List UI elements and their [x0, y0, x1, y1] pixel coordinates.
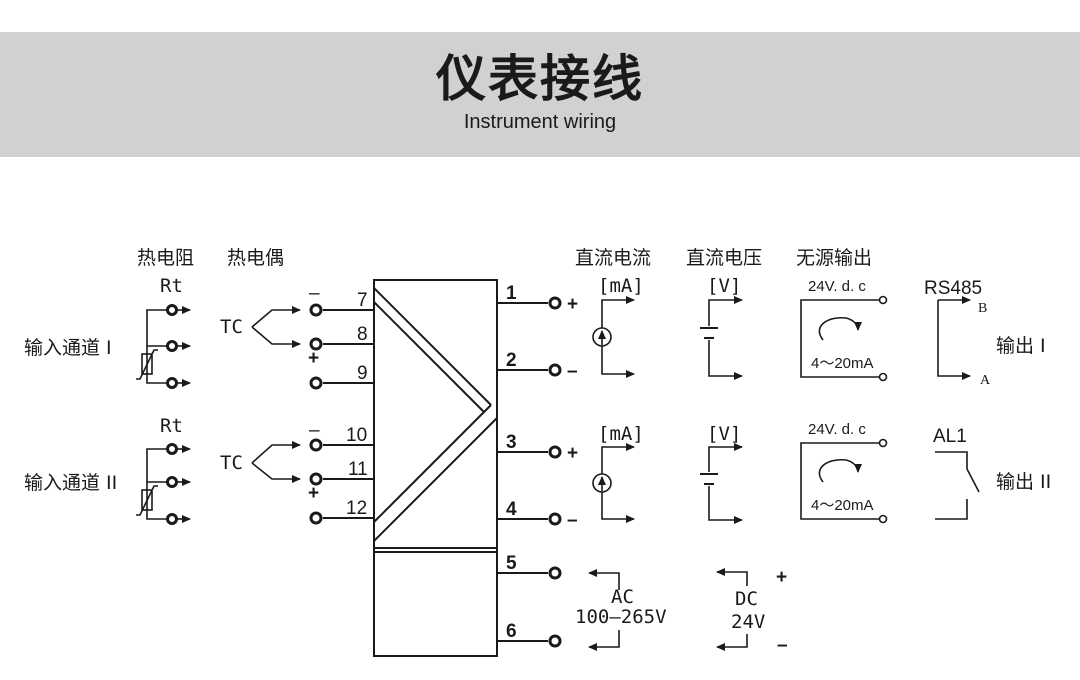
isolation-symbol [373, 287, 498, 542]
rt-node-2c [166, 513, 178, 525]
rtd-resistor-2 [141, 489, 153, 511]
rt-node-1b [166, 340, 178, 352]
terminal-label-12: 12 [346, 498, 367, 519]
terminal-4 [548, 512, 562, 526]
v-label-2: [V] [707, 423, 741, 445]
ma-label-2: [mA] [598, 423, 644, 445]
page-title: 仪表接线 [436, 50, 644, 108]
channel-1-label: 输入通道 I [24, 337, 112, 359]
input-channel-1: 输入通道 I Rt TC [24, 275, 301, 389]
rt-node-1c [166, 377, 178, 389]
terminal-label-6: 6 [506, 621, 517, 642]
out-plus-2: + [567, 443, 578, 464]
al1-label: AL1 [933, 426, 967, 447]
terminal-8 [309, 337, 323, 351]
terminal-label-8: 8 [357, 324, 368, 345]
alarm-output: AL1 输出 II [933, 426, 1051, 520]
supply-label-1: 24V. d. c [808, 278, 866, 295]
voltage-output-1: [V] [700, 275, 743, 380]
current-output-2: [mA] [592, 423, 644, 523]
dc-label: DC [735, 588, 758, 610]
range-label-2: 4～20mA [811, 497, 874, 514]
rtd-header: 热电阻 [137, 247, 194, 269]
terminal-5 [548, 566, 562, 580]
left-terminals: 7 8 9 10 11 12 – + – + [308, 283, 374, 525]
tc-label-2: TC [220, 452, 243, 474]
power-dc: DC 24V + – [716, 567, 788, 656]
terminal-12 [309, 511, 323, 525]
channel-2-label: 输入通道 II [24, 472, 117, 494]
terminal-10 [309, 438, 323, 452]
rs485-a-label: A [980, 373, 991, 388]
rt-node-2a [166, 443, 178, 455]
passive-node-2a [878, 438, 888, 448]
terminal-2 [548, 363, 562, 377]
terminal-1 [548, 296, 562, 310]
module-block [373, 279, 498, 657]
terminal-label-7: 7 [357, 290, 368, 311]
terminal-3 [548, 445, 562, 459]
ac-range-label: 100–265V [575, 606, 667, 628]
supply-label-2: 24V. d. c [808, 421, 866, 438]
terminal-label-3: 3 [506, 432, 517, 453]
input-channel-2: 输入通道 II Rt TC [24, 415, 301, 525]
terminal-label-10: 10 [346, 425, 367, 446]
passive-header: 无源输出 [796, 247, 872, 269]
terminal-label-9: 9 [357, 363, 368, 384]
polarity-plus-2: + [308, 483, 319, 504]
rs485-output: RS485 B A 输出 I [924, 278, 1046, 388]
passive-node-1b [878, 372, 888, 382]
rs485-label: RS485 [924, 278, 982, 299]
output-2-label: 输出 II [996, 471, 1051, 493]
terminal-7 [309, 303, 323, 317]
out-plus-1: + [567, 294, 578, 315]
rt-node-1a [166, 304, 178, 316]
terminal-11 [309, 472, 323, 486]
tc-header: 热电偶 [227, 247, 284, 269]
terminal-label-11: 11 [348, 459, 368, 480]
rtd-resistor-1 [141, 353, 153, 375]
rt-node-2b [166, 476, 178, 488]
current-source-2 [592, 473, 612, 493]
terminal-label-2: 2 [506, 350, 517, 371]
page-subtitle: Instrument wiring [463, 111, 617, 133]
dc-plus: + [776, 567, 787, 588]
ac-label: AC [611, 586, 634, 608]
terminal-label-5: 5 [506, 553, 517, 574]
terminal-label-1: 1 [506, 283, 517, 304]
voltage-output-2: [V] [700, 423, 743, 524]
ma-label-1: [mA] [598, 275, 644, 297]
range-label-1: 4～20mA [811, 355, 874, 372]
v-label-1: [V] [707, 275, 741, 297]
header-banner [0, 32, 1080, 157]
polarity-minus-1: – [309, 283, 320, 304]
polarity-minus-2: – [309, 420, 320, 441]
passive-node-2b [878, 514, 888, 524]
output-1-label: 输出 I [996, 335, 1046, 357]
right-terminals: 1 2 3 4 5 6 + – + – [497, 283, 578, 648]
dc-voltage-label: 24V [731, 611, 765, 633]
rt-label-2: Rt [160, 415, 183, 437]
passive-output-2: 24V. d. c 4～20mA [800, 421, 888, 524]
terminal-9 [309, 376, 323, 390]
out-minus-2: – [567, 510, 578, 531]
current-source-1 [592, 327, 612, 347]
power-ac: AC 100–265V [575, 569, 667, 651]
rs485-b-label: B [978, 301, 987, 316]
terminal-6 [548, 634, 562, 648]
out-minus-1: – [567, 361, 578, 382]
passive-output-1: 24V. d. c 4～20mA [800, 278, 888, 382]
current-output-1: [mA] [592, 275, 644, 378]
terminal-label-4: 4 [506, 499, 517, 520]
current-header: 直流电流 [575, 247, 651, 269]
passive-node-1a [878, 295, 888, 305]
rt-label-1: Rt [160, 275, 183, 297]
polarity-plus-1: + [308, 348, 319, 369]
voltage-header: 直流电压 [686, 247, 762, 269]
dc-minus: – [777, 635, 788, 656]
tc-label-1: TC [220, 316, 243, 338]
